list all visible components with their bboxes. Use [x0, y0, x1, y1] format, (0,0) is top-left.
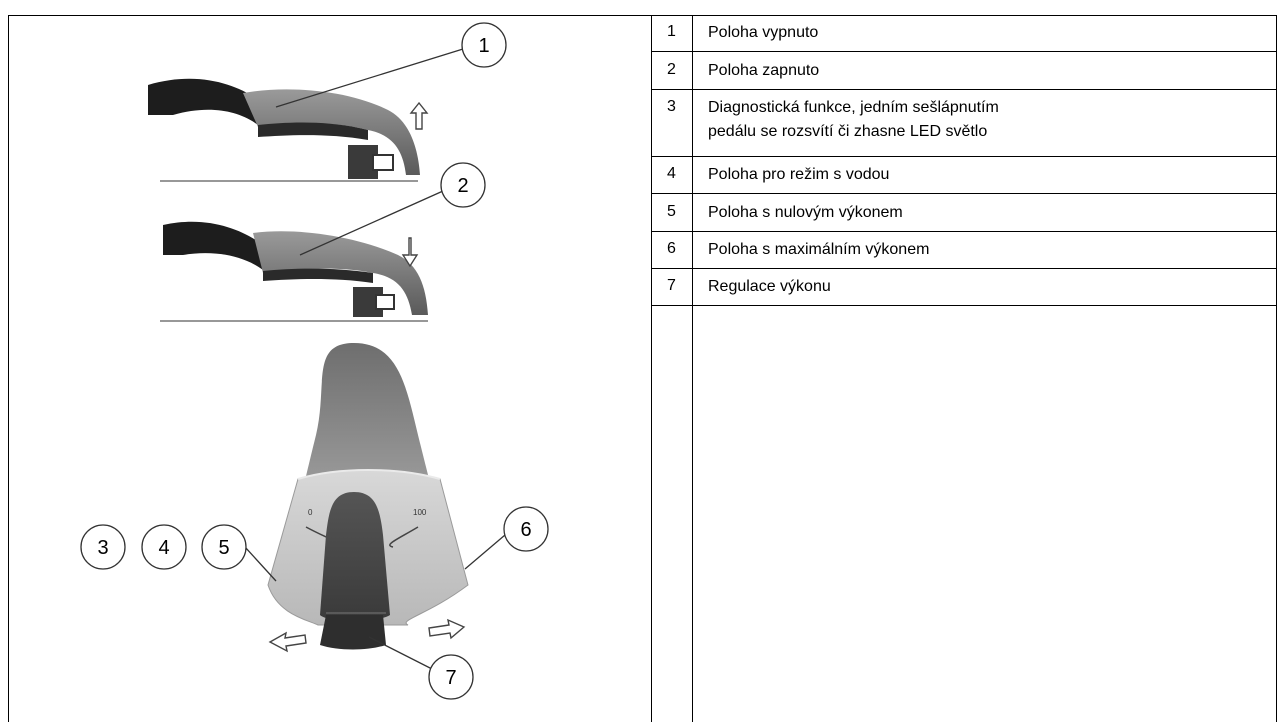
legend-text: Poloha vypnuto: [708, 24, 819, 41]
scale-min-label: 0: [308, 508, 313, 517]
legend-text: Poloha s nulovým výkonem: [708, 204, 903, 221]
scale-max-label: 100: [413, 508, 427, 517]
callout-2-label: 2: [457, 175, 468, 197]
legend-row-3: 3 Diagnostická funkce, jedním sešlápnutí…: [651, 90, 1277, 157]
callout-5: [201, 524, 247, 570]
legend-number: 5: [667, 203, 676, 220]
legend-number: 6: [667, 240, 676, 257]
legend-text: Regulace výkonu: [708, 278, 831, 295]
pedal-side-view-off: [148, 78, 420, 182]
legend-number: 4: [667, 165, 676, 182]
callout-1: [461, 22, 507, 68]
legend-row-2: 2 Poloha zapnuto: [651, 52, 1277, 90]
callout-4: [141, 524, 187, 570]
callout-7: [428, 654, 474, 700]
callout-6-label: 6: [520, 519, 531, 541]
legend-text: Diagnostická funkce, jedním sešlápnutím: [708, 99, 999, 116]
callout-3-label: 3: [97, 537, 108, 559]
legend-row-1: 1 Poloha vypnuto: [651, 15, 1277, 52]
arrow-up-icon: [409, 101, 429, 130]
callout-5-label: 5: [218, 537, 229, 559]
legend-row-5: 5 Poloha s nulovým výkonem: [651, 194, 1277, 232]
legend-row-4: 4 Poloha pro režim s vodou: [651, 157, 1277, 194]
legend-text-line2: pedálu se rozsvítí či zhasne LED světlo: [708, 123, 988, 140]
arrow-down-icon: [401, 237, 419, 268]
arrow-right-icon: [428, 618, 466, 640]
arrow-left-icon: [268, 631, 307, 653]
callout-4-label: 4: [158, 537, 169, 559]
callout-2: [440, 162, 486, 208]
legend-row-6: 6 Poloha s maximálním výkonem: [651, 232, 1277, 269]
callout-1-label: 1: [478, 35, 489, 57]
legend-number: 1: [667, 23, 676, 40]
callout-3: [80, 524, 126, 570]
table-divider-figure: [651, 15, 652, 722]
legend-text: Poloha s maximálním výkonem: [708, 241, 930, 258]
legend-table: [8, 15, 1277, 722]
legend-number: 7: [667, 277, 676, 294]
legend-text: Poloha pro režim s vodou: [708, 166, 890, 183]
callout-7-label: 7: [445, 667, 456, 689]
pedal-side-view-on: [160, 221, 428, 322]
table-divider-number: [692, 15, 693, 722]
legend-row-7: 7 Regulace výkonu: [651, 269, 1277, 306]
pedal-top-view: 0 100: [267, 343, 469, 650]
legend-number: 2: [667, 61, 676, 78]
legend-number: 3: [667, 98, 676, 115]
leader-lines: [244, 48, 506, 670]
legend-text: Poloha zapnuto: [708, 62, 820, 79]
callout-6: [503, 506, 549, 552]
pedal-figure: 0 100: [8, 15, 651, 722]
